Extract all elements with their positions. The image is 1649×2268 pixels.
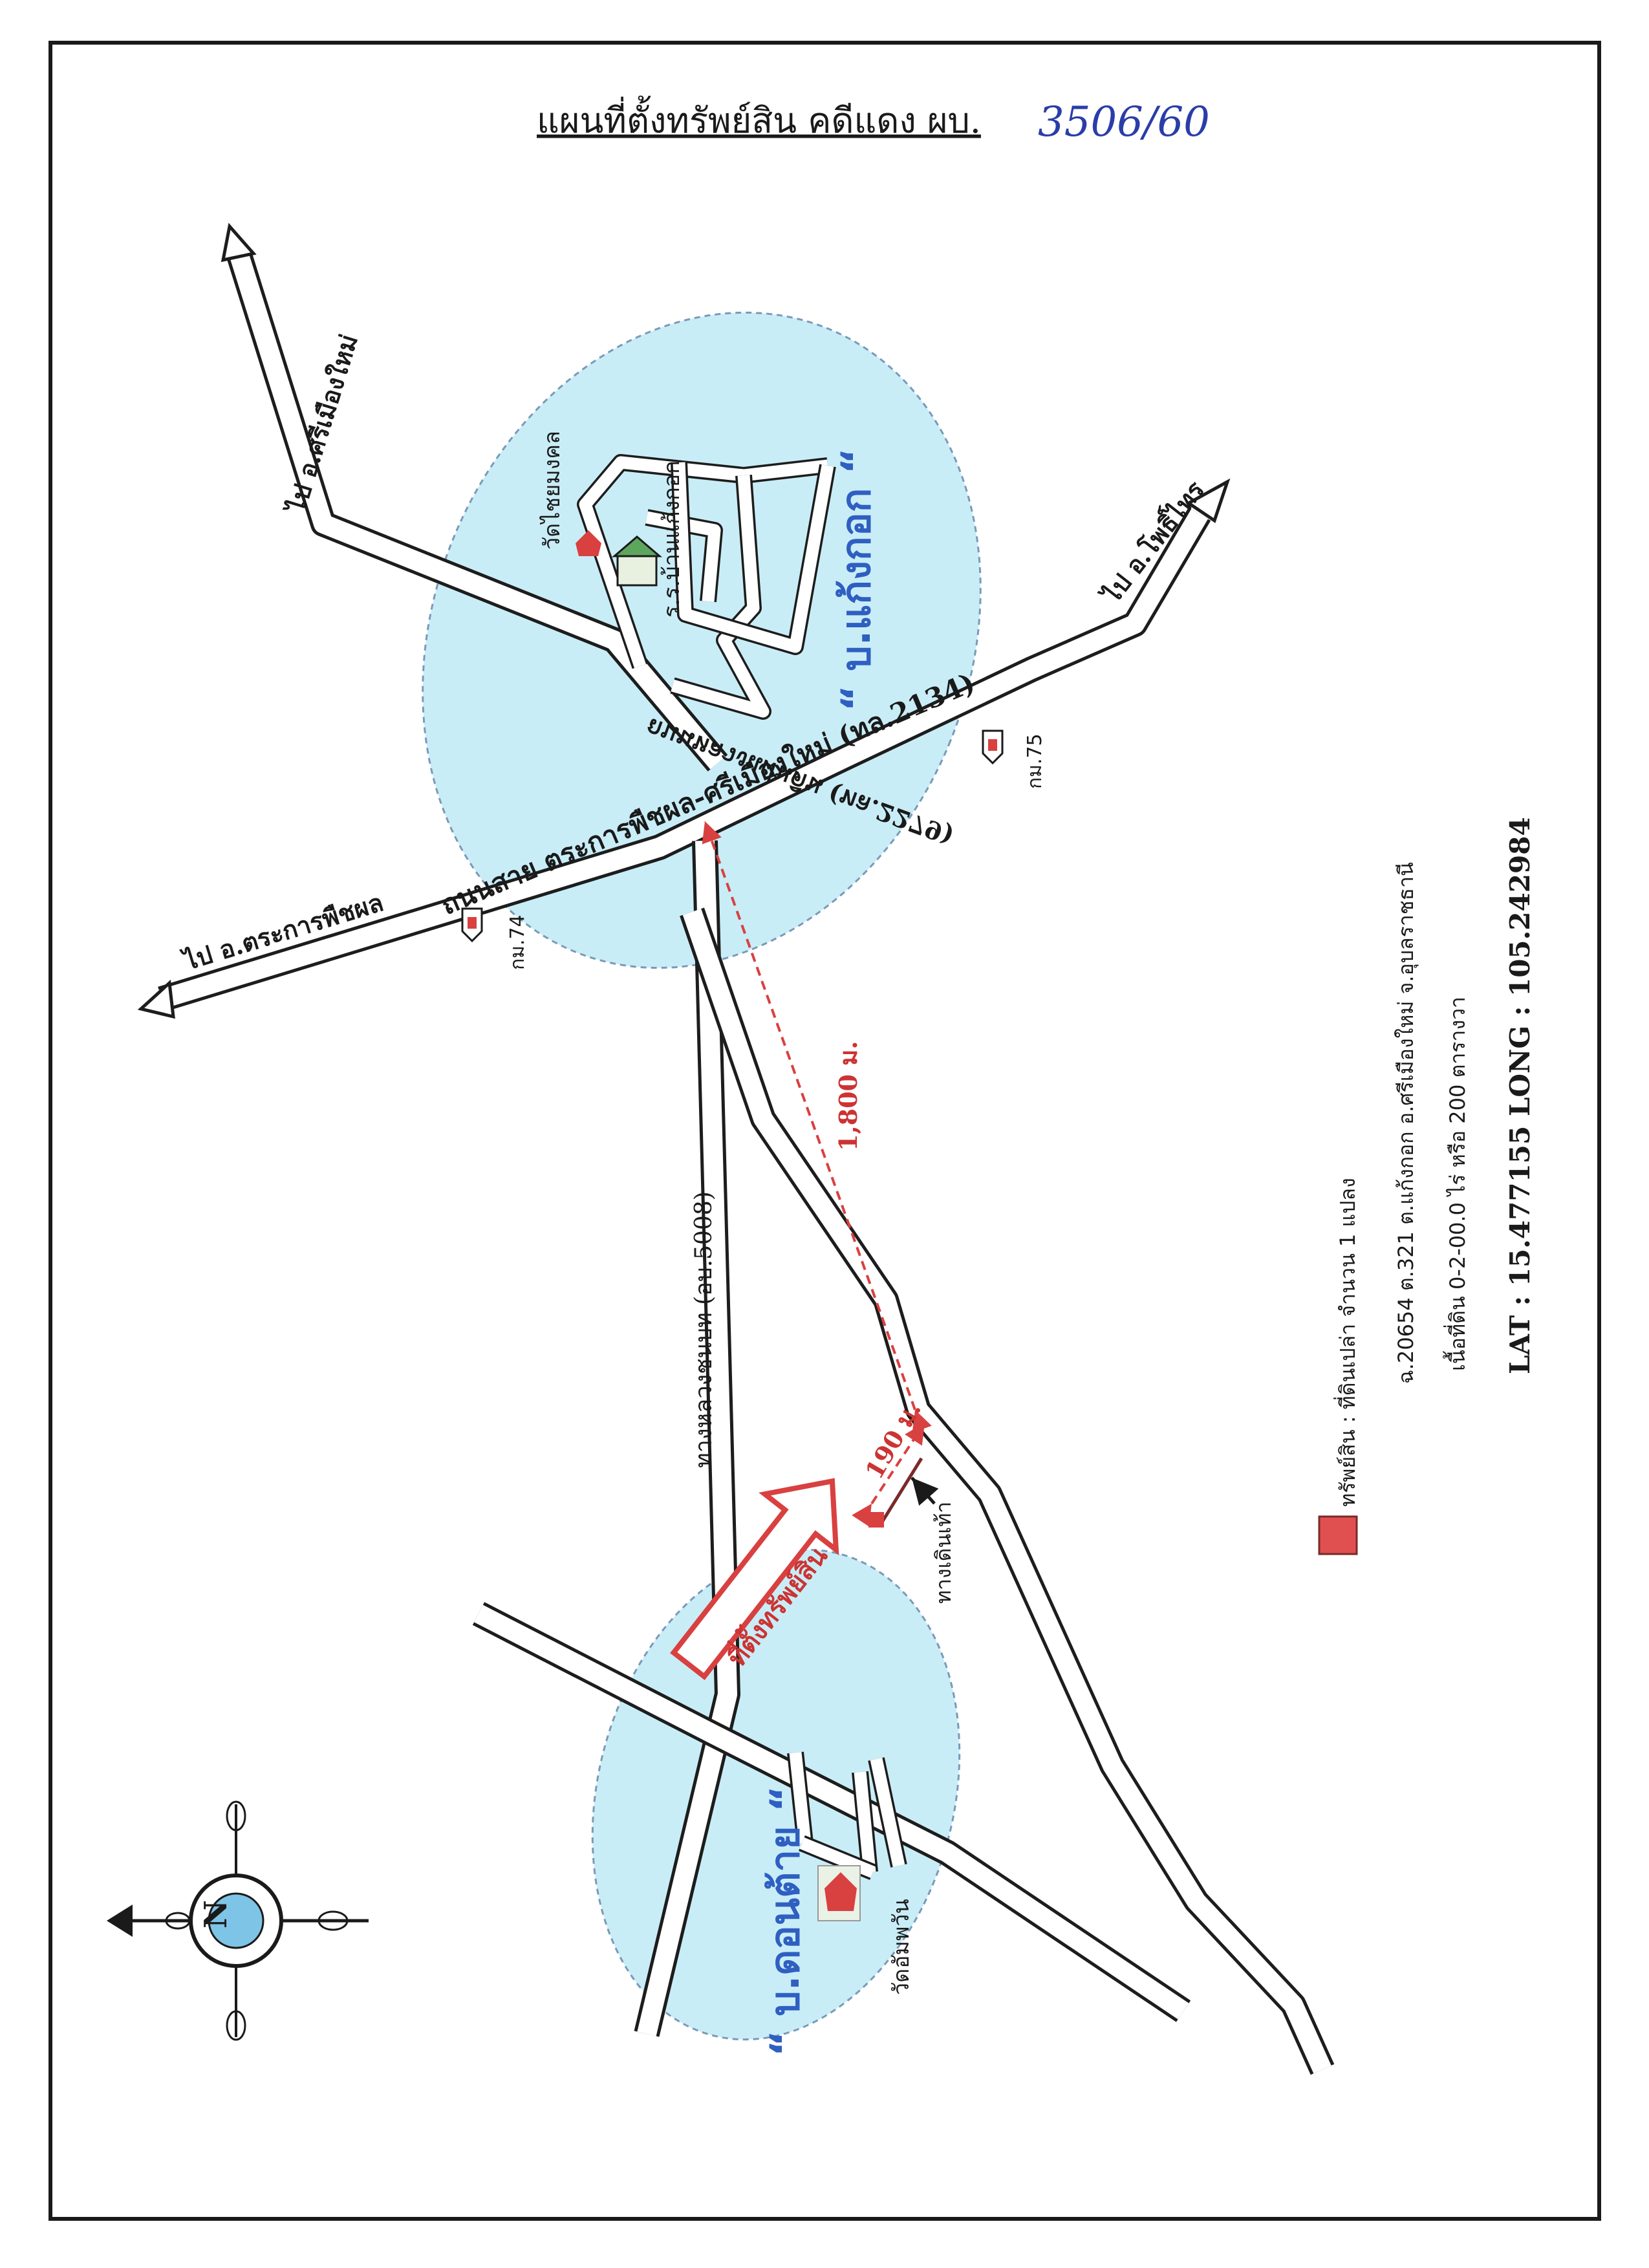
road-don-tai xyxy=(472,1602,1191,2022)
village-kaeng-kok-label: “ บ.แก้งกอก “ xyxy=(832,448,879,711)
legend-coords: LAT : 15.477155 LONG : 105.242984 xyxy=(1504,817,1536,1374)
village-don-tai-label: “ บ.ดอนต้าย “ xyxy=(761,1786,808,2057)
distance-1800-label: 1,800 ม. xyxy=(834,1041,863,1152)
school-kaeng-kok-label: ร.ร.บ้านแก้งกอก xyxy=(659,460,685,618)
km75-label: กม.75 xyxy=(1024,733,1046,789)
road-2279 xyxy=(221,222,728,772)
distance-arrow-190 xyxy=(852,1421,926,1527)
temple-icon-don-tai xyxy=(817,1865,861,1921)
legend-property-label: ทรัพย์สิน : ที่ดินเปล่า จำนวน 1 แปลง xyxy=(1333,1178,1360,1507)
property-marker xyxy=(868,1512,884,1528)
property-pointer-arrow xyxy=(670,1478,839,1681)
temple-icon-chaimongkhon xyxy=(576,530,601,556)
walkway-pointer xyxy=(911,1476,939,1506)
case-number: 3506/60 xyxy=(1038,98,1210,146)
legend: ทรัพย์สิน : ที่ดินเปล่า จำนวน 1 แปลง ฉ.2… xyxy=(1318,817,1536,1555)
compass-n: N xyxy=(198,1900,234,1928)
legend-area: เนื้อที่ดิน 0-2-00.0 ไร่ หรือ 200 ตารางว… xyxy=(1443,997,1470,1371)
map-title: แผนที่ตั้งทรัพย์สิน คดีแดง ผบ. xyxy=(537,96,981,141)
km74-label: กม.74 xyxy=(506,914,529,970)
legend-deed: ฉ.20654 ต.321 ต.แก้งกอก อ.ศรีเมืองใหม่ จ… xyxy=(1394,862,1419,1384)
wat-don-tai-label: วัดอัมพวัน xyxy=(889,1899,914,1995)
village-streets-kaeng-kok xyxy=(577,454,836,720)
km75-marker: กม.75 xyxy=(982,729,1046,789)
walkway-label: ทางเดินเท้า xyxy=(931,1502,956,1604)
village-area-kaeng-kok xyxy=(422,311,982,969)
wat-chaimongkhon-label: วัดไชยมงคล xyxy=(539,431,565,550)
school-icon-kaeng-kok xyxy=(611,535,663,587)
distance-190-label: 190 ม. xyxy=(859,1396,927,1484)
compass-rose: N xyxy=(107,1800,369,2041)
map-frame xyxy=(48,41,1601,2221)
main-highway xyxy=(137,478,1231,1019)
distance-arrow-1800 xyxy=(702,821,932,1433)
km74-marker: กม.74 xyxy=(461,907,529,970)
road-5008-label: ทางหลวงชนบท (อบ.5008) xyxy=(691,1191,717,1468)
legend-swatch xyxy=(1318,1515,1358,1555)
